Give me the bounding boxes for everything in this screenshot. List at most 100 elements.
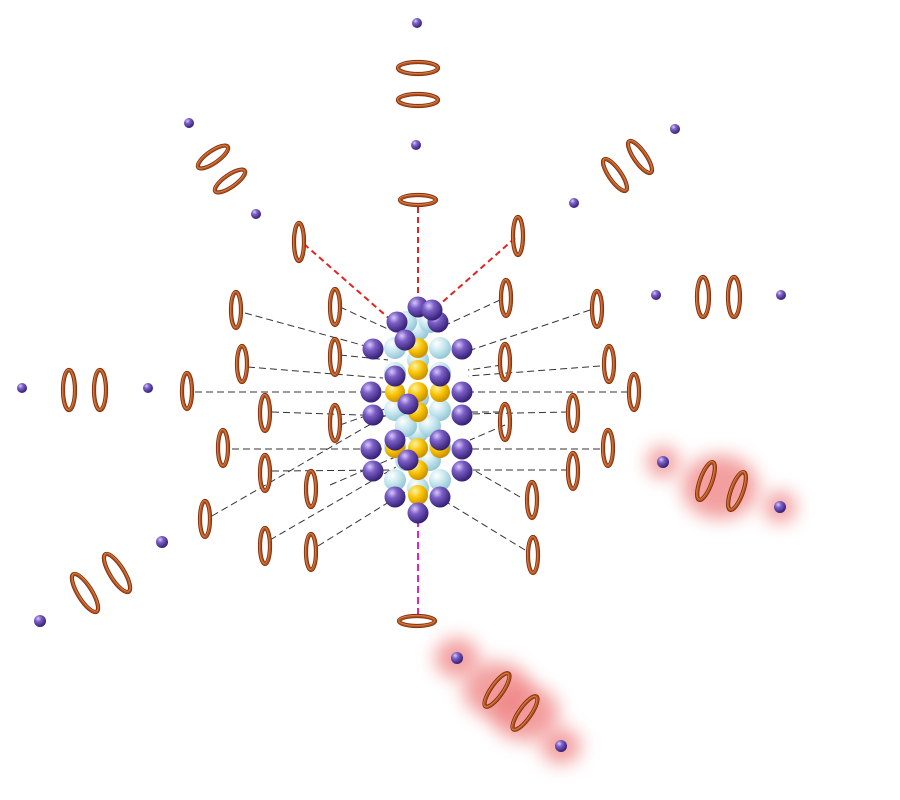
ring-highlight [229,290,241,328]
ring-highlight [397,614,435,626]
ring-highlight [696,460,715,500]
ring-highlight [61,368,75,410]
light-blue-atom [384,469,406,491]
dashed-connector [339,306,391,331]
ring-highlight [498,342,510,380]
ring [396,60,440,76]
ring [483,671,511,709]
dashed-connector [447,502,526,551]
gold-atom [408,485,428,505]
ring-highlight [566,393,578,431]
ring-highlight [511,215,523,255]
ring-highlight [396,60,438,74]
dashed-connector [271,469,391,472]
ring-highlight [216,428,228,466]
ring-highlight [526,535,538,573]
purple-atom [251,209,261,219]
ring-highlight [103,552,131,592]
purple-atom [17,383,27,393]
purple-atom [411,140,421,150]
ring [695,460,717,502]
ring-highlight [695,275,709,317]
gold-atom [430,382,450,402]
purple-atom [451,404,473,426]
purple-atom [451,381,473,403]
dashed-connector [317,491,406,547]
dashed-connector [339,354,389,361]
purple-atom [429,486,451,508]
purple-atom [657,456,669,468]
purple-atom [362,404,384,426]
ring-highlight [213,168,245,193]
ring-highlight [328,337,340,375]
purple-atom [555,740,567,752]
light-blue-atom [429,469,451,491]
ring-highlight [602,344,614,382]
isolated-atoms [17,18,786,752]
ring [92,368,108,412]
ring [102,552,132,594]
ring [726,470,748,512]
ring [726,275,742,319]
purple-atom [407,502,429,524]
ring-highlight [258,453,270,491]
ring [511,694,539,732]
ring [213,168,247,194]
ring [626,139,654,175]
ring-highlight [328,403,340,441]
gold-atom [385,382,405,402]
ring-highlight [511,695,538,731]
ring-highlight [92,368,106,410]
purple-atom [569,198,579,208]
purple-atom [386,311,408,333]
dashed-connector [244,312,381,351]
ring-highlight [590,289,602,327]
purple-atom [184,118,194,128]
ring-highlight [196,144,228,169]
purple-atom [384,486,406,508]
ring-highlight [483,672,510,708]
purple-atom [451,460,473,482]
purple-atom [362,338,384,360]
purple-atom [156,536,168,548]
ring-highlight [602,157,628,191]
purple-atom [451,438,473,460]
ring [396,92,440,108]
ring [695,275,711,319]
purple-atom [774,501,786,513]
ring-highlight [498,402,510,440]
light-blue-atom [429,399,451,421]
ring [196,144,230,170]
dashed-connector [211,409,396,517]
ring-highlight [304,469,316,507]
purple-atom [421,299,443,321]
ring-highlight [727,470,746,510]
purple-atom [651,290,661,300]
dashed-connector [447,299,501,325]
ring-highlight [566,451,578,489]
ring-highlight [627,139,653,173]
ring-highlight [398,193,436,205]
ring-highlight [328,287,340,325]
ring-highlight [726,275,740,317]
purple-atom [360,381,382,403]
purple-atom [397,449,419,471]
ring-highlight [627,372,639,410]
purple-atom [360,438,382,460]
purple-atom [412,18,422,28]
ring-highlight [499,278,511,316]
purple-atom [34,615,46,627]
ring-highlight [71,572,99,612]
dashed-connector [247,366,384,379]
ring-highlight [198,499,210,537]
dashed-connector [464,309,591,353]
central-crystal-cluster [360,296,473,524]
glow [491,685,559,741]
purple-atom [451,338,473,360]
ring [70,572,100,614]
ring-highlight [525,480,537,518]
dashed-connector [467,364,503,371]
purple-atom [362,460,384,482]
